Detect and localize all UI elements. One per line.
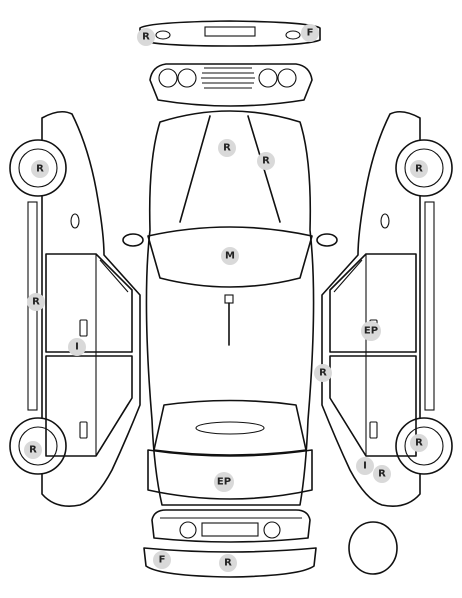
marker-left-front-wheel[interactable]: R: [31, 160, 49, 178]
svg-text:M: M: [225, 251, 235, 262]
marker-left-rocker[interactable]: R: [27, 293, 45, 311]
marker-front-bumper-left[interactable]: R: [137, 28, 155, 46]
marker-windshield[interactable]: M: [221, 247, 239, 265]
svg-text:R: R: [36, 164, 44, 175]
marker-right-front-wheel[interactable]: R: [410, 160, 428, 178]
marker-right-rear-wheel[interactable]: R: [410, 434, 428, 452]
marker-right-rocker[interactable]: R: [314, 364, 332, 382]
svg-text:R: R: [142, 32, 150, 43]
svg-text:F: F: [159, 555, 166, 566]
svg-text:R: R: [223, 143, 231, 154]
svg-text:R: R: [415, 438, 423, 449]
roof-top-view: [122, 110, 338, 506]
marker-left-rear-wheel[interactable]: R: [24, 441, 42, 459]
marker-hood-left[interactable]: R: [218, 139, 236, 157]
svg-text:F: F: [307, 28, 314, 39]
front-view: [149, 63, 313, 107]
svg-text:R: R: [378, 469, 386, 480]
rear-bumper-view: [143, 547, 317, 578]
right-side-view: [321, 110, 453, 507]
marker-hood-right[interactable]: R: [257, 152, 275, 170]
marker-left-door[interactable]: I: [68, 338, 86, 356]
marker-front-bumper-right[interactable]: F: [301, 24, 319, 42]
svg-text:R: R: [262, 156, 270, 167]
svg-text:R: R: [29, 445, 37, 456]
svg-text:R: R: [32, 297, 40, 308]
marker-right-rear-lower-b[interactable]: R: [373, 465, 391, 483]
marker-right-door[interactable]: EP: [361, 321, 381, 341]
rear-view: [151, 509, 311, 543]
front-bumper-view: [139, 20, 321, 47]
svg-text:R: R: [319, 368, 327, 379]
marker-trunk[interactable]: EP: [214, 472, 234, 492]
spare-wheel-circle: [348, 521, 398, 575]
marker-rear-bumper-left[interactable]: F: [153, 551, 171, 569]
svg-text:I: I: [363, 461, 367, 472]
marker-right-rear-lower-a[interactable]: I: [356, 457, 374, 475]
marker-rear-bumper-center[interactable]: R: [219, 554, 237, 572]
svg-text:I: I: [75, 342, 79, 353]
svg-text:R: R: [224, 558, 232, 569]
svg-text:EP: EP: [217, 477, 231, 488]
svg-text:R: R: [415, 164, 423, 175]
svg-text:EP: EP: [364, 326, 378, 337]
